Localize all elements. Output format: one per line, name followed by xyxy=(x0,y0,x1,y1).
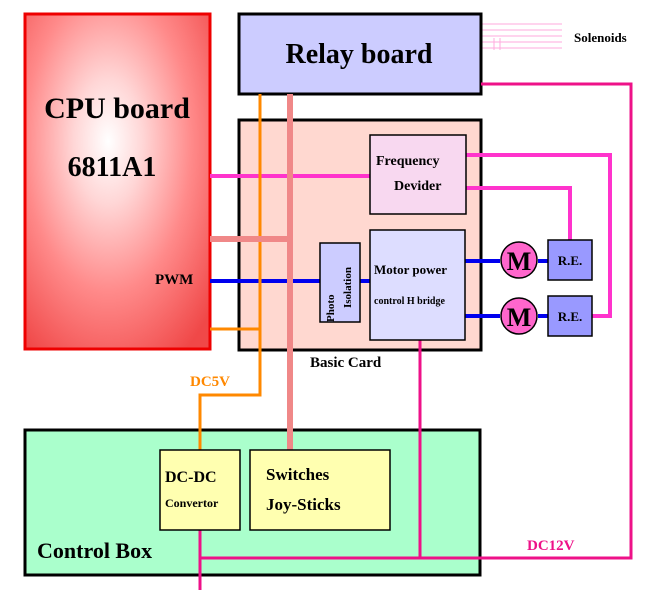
relay-board-title: Relay board xyxy=(286,39,433,70)
motor-power-box xyxy=(369,229,466,341)
rotary-encoder-2-box xyxy=(547,295,593,337)
cpu-board-box xyxy=(23,12,212,351)
dc-dc-line1: DC-DC xyxy=(165,469,217,486)
dc12v-label: DC12V xyxy=(527,538,575,554)
photo-isolation-line1: Photo xyxy=(325,294,337,322)
switches-line1: Switches xyxy=(266,465,330,484)
motor-power-line1: Motor power xyxy=(374,262,447,277)
motor-power-line2: control H bridge xyxy=(374,296,445,307)
solenoids-label: Solenoids xyxy=(574,30,627,45)
pwm-wires xyxy=(210,259,548,318)
solenoid-lines xyxy=(482,23,562,50)
cpu-chip-label: 6811A1 xyxy=(68,152,157,183)
motor-1-label: M xyxy=(507,247,532,276)
motor-2-circle xyxy=(500,297,538,335)
cpu-board-title: CPU board xyxy=(44,92,190,125)
motor-1-circle xyxy=(500,241,538,279)
motor-2-label: M xyxy=(507,303,532,332)
frequency-divider-box xyxy=(369,134,467,215)
dc5v-label: DC5V xyxy=(190,374,230,390)
dc5v-wires xyxy=(198,94,262,450)
relay-board-box xyxy=(237,12,483,96)
rotary-encoder-2-label: R.E. xyxy=(558,309,583,324)
rotary-encoder-1-label: R.E. xyxy=(558,253,583,268)
dc-dc-line2: Convertor xyxy=(165,496,219,510)
rotary-encoder-1-box xyxy=(547,239,593,281)
photo-isolation-box xyxy=(319,242,361,323)
basic-card-label: Basic Card xyxy=(310,355,382,371)
frequency-divider-line1: Frequency xyxy=(376,154,440,169)
photo-isolation-line2: Isolation xyxy=(342,267,354,308)
dc-dc-convertor-box xyxy=(159,449,241,531)
switches-line2: Joy-Sticks xyxy=(266,495,341,514)
switches-box xyxy=(249,449,391,531)
relay-switch-wires xyxy=(210,94,293,450)
pwm-label: PWM xyxy=(155,272,193,288)
frequency-divider-line2: Devider xyxy=(394,179,441,194)
dc12v-wires xyxy=(198,82,633,590)
control-box-title: Control Box xyxy=(37,538,152,563)
